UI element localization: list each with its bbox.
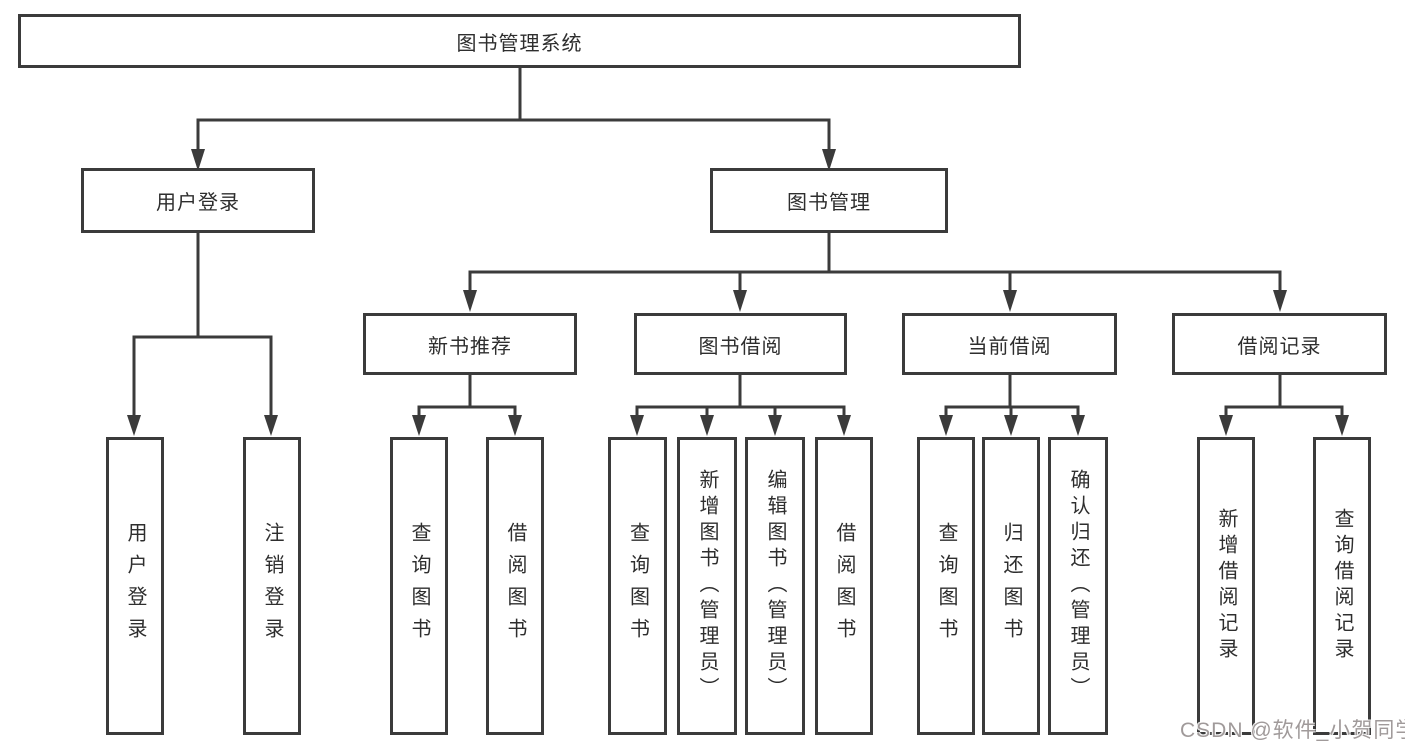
- node-book-borrow-label: 图书借阅: [698, 335, 783, 358]
- node-borrow-records-label: 借阅记录: [1237, 335, 1322, 358]
- leaf-borrow-books-1-label: 借阅图书: [504, 522, 526, 650]
- leaf-return-books: 归还图书: [982, 437, 1040, 735]
- leaf-query-books-3-label: 查询图书: [935, 522, 957, 650]
- leaf-add-books-admin-label: 新增图书（管理员）: [696, 469, 718, 703]
- leaf-query-borrow-record-label: 查询借阅记录: [1331, 508, 1353, 664]
- leaf-logout: 注销登录: [243, 437, 301, 735]
- leaf-add-books-admin: 新增图书（管理员）: [677, 437, 737, 735]
- leaf-borrow-books-2: 借阅图书: [815, 437, 873, 735]
- leaf-query-books-1-label: 查询图书: [408, 522, 430, 650]
- leaf-query-books-3: 查询图书: [917, 437, 975, 735]
- leaf-add-borrow-record-label: 新增借阅记录: [1215, 508, 1237, 664]
- leaf-query-books-2: 查询图书: [608, 437, 667, 735]
- node-new-book-recommend: 新书推荐: [363, 313, 577, 375]
- leaf-query-books-2-label: 查询图书: [626, 522, 649, 650]
- node-root-system: 图书管理系统: [18, 14, 1021, 68]
- leaf-borrow-books-1: 借阅图书: [486, 437, 544, 735]
- node-book-management-label: 图书管理: [787, 192, 871, 214]
- arrow-down-icons: [127, 149, 1349, 436]
- leaf-borrow-books-2-label: 借阅图书: [833, 522, 855, 650]
- leaf-user-login-label: 用户登录: [124, 522, 146, 650]
- leaf-return-books-label: 归还图书: [1000, 522, 1022, 650]
- node-new-book-recommend-label: 新书推荐: [428, 335, 512, 358]
- leaf-edit-books-admin-label: 编辑图书（管理员）: [764, 469, 786, 703]
- leaf-user-login: 用户登录: [106, 437, 164, 735]
- node-root-label: 图书管理系统: [456, 32, 583, 55]
- node-book-borrow: 图书借阅: [634, 313, 847, 375]
- leaf-query-books-1: 查询图书: [390, 437, 448, 735]
- csdn-watermark: CSDN @软件_小贺同学: [1180, 719, 1405, 742]
- node-book-management: 图书管理: [710, 168, 948, 233]
- leaf-confirm-return-admin-label: 确认归还（管理员）: [1067, 469, 1089, 703]
- node-user-login: 用户登录: [81, 168, 315, 233]
- node-current-borrow-label: 当前借阅: [967, 335, 1052, 358]
- leaf-edit-books-admin: 编辑图书（管理员）: [745, 437, 805, 735]
- leaf-query-borrow-record: 查询借阅记录: [1313, 437, 1371, 735]
- leaf-confirm-return-admin: 确认归还（管理员）: [1048, 437, 1108, 735]
- leaf-logout-label: 注销登录: [261, 522, 283, 650]
- node-borrow-records: 借阅记录: [1172, 313, 1387, 375]
- leaf-add-borrow-record: 新增借阅记录: [1197, 437, 1255, 735]
- node-current-borrow: 当前借阅: [902, 313, 1117, 375]
- node-user-login-label: 用户登录: [156, 192, 240, 214]
